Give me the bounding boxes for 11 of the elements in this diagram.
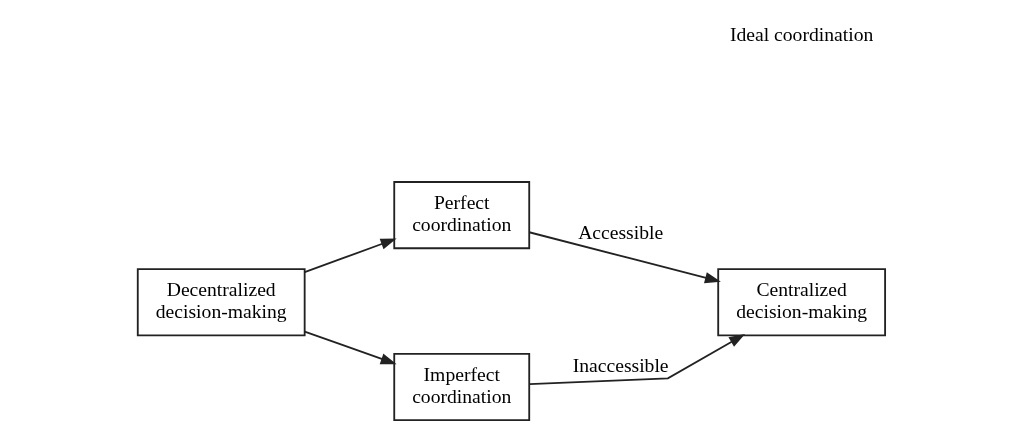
node-box: Imperfect coordination [393, 352, 531, 421]
arrow [528, 333, 746, 385]
arrow [303, 330, 397, 364]
edge-label: Accessible [578, 221, 664, 243]
label: Ideal coordination [729, 23, 874, 45]
node-box: Centralized decision-making [717, 267, 886, 336]
node-box: Decentralized decision-making [136, 267, 306, 336]
edge-label: Inaccessible [572, 354, 669, 376]
arrow [528, 230, 721, 283]
node-box: Perfect coordination [393, 180, 531, 249]
arrow [303, 238, 397, 273]
